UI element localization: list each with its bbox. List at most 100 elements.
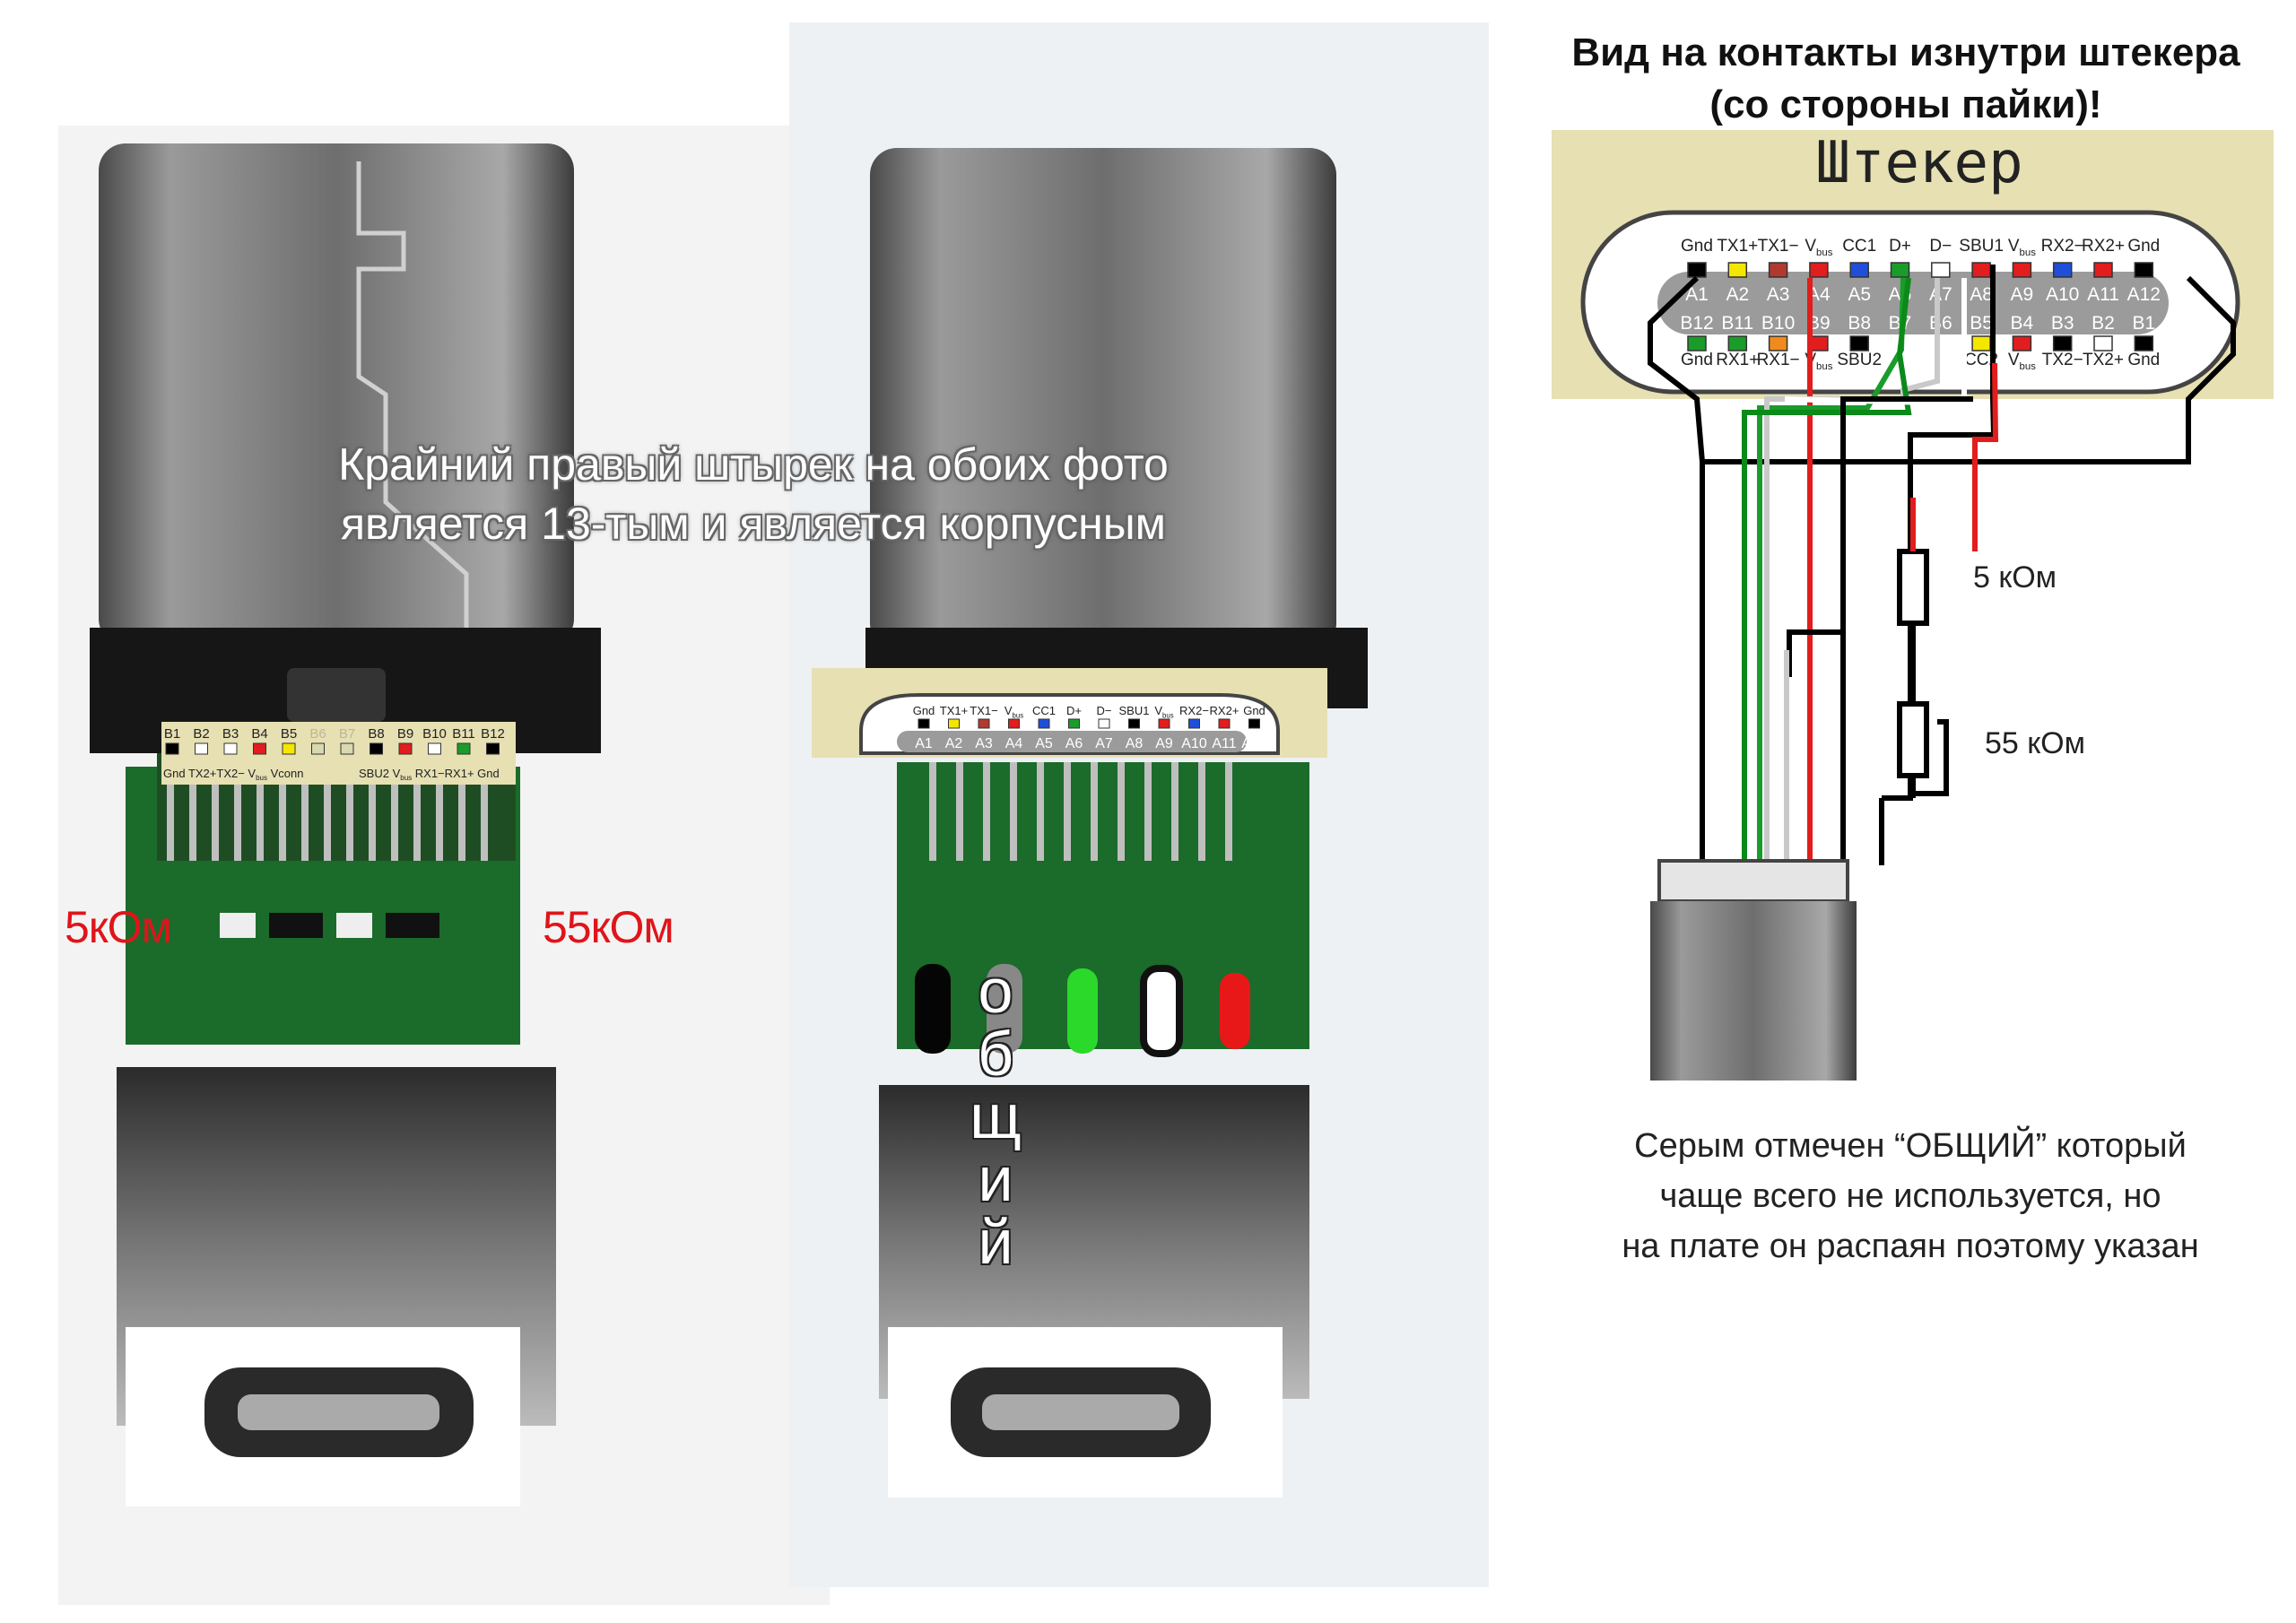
strip2-pin-label: A6	[1065, 736, 1083, 751]
diagram-top-pin-color	[1890, 262, 1910, 278]
diagram-bottom-pin-color	[1768, 335, 1788, 352]
diagram-pin-b: B3	[2051, 313, 2074, 334]
diagram-pin-a: A10	[2046, 284, 2079, 305]
strip2-pin-label: A1	[915, 736, 933, 751]
diagram-top-signal: RX2−	[2041, 237, 2084, 256]
strip1-pin-label: B8	[368, 726, 384, 742]
diagram-bottom-pin-color	[2012, 335, 2032, 352]
strip2-pin-color	[1128, 718, 1140, 729]
diagram-top-pin-color	[1971, 262, 1991, 278]
strip2-pin-label: A9	[1155, 736, 1173, 751]
diagram-pin-a: A3	[1767, 284, 1790, 305]
diagram-pin-a: A5	[1848, 284, 1871, 305]
strip2-pin-color	[1248, 718, 1260, 729]
diagram-pin-a: A8	[1970, 284, 1993, 305]
strip2-signal-label: Vbus	[1154, 704, 1173, 719]
strip1-pin-color	[457, 742, 471, 755]
diagram-bottom-pin-color	[1727, 335, 1748, 352]
strip1-pin-color	[486, 742, 500, 755]
diagram-title: Вид на контакты изнутри штекера (со стор…	[1516, 27, 2296, 131]
diagram-pin-b: B12	[1680, 313, 1713, 334]
strip1-pin-label: B5	[281, 726, 297, 742]
strip2-pin-color	[1068, 718, 1080, 729]
resistor-label-55k: 55кОм	[543, 902, 674, 952]
diagram-bottom-pin-color	[2134, 335, 2154, 352]
strip1-pin-label: B4	[251, 726, 267, 742]
strip1-pin-label: B2	[193, 726, 209, 742]
diagram-top-pin-color	[1931, 262, 1951, 278]
diagram-bottom-signal: TX2−	[2042, 351, 2083, 369]
photo-left	[58, 126, 830, 1605]
diagram-pin-b: B9	[1807, 313, 1831, 334]
strip1-pin-color	[398, 742, 413, 755]
strip1-pin-color	[428, 742, 441, 755]
strip2-signal-label: D+	[1066, 704, 1082, 717]
micro-usb-plug	[1650, 901, 1857, 1081]
diagram-top-signal: SBU1	[1959, 237, 2004, 256]
diagram-pin-b: B1	[2132, 313, 2155, 334]
diagram-top-pin-color	[1687, 262, 1707, 278]
strip2-pin-color	[948, 718, 960, 729]
wire-pad-red	[1220, 973, 1250, 1049]
overlay-caption-line: является 13-тым и является корпусным	[340, 499, 1167, 549]
strip1-pin-label: B7	[339, 726, 355, 742]
strip2-signal-label: SBU1	[1119, 704, 1150, 717]
wire-pad-white	[1140, 965, 1183, 1057]
strip2-signal-label: CC1	[1032, 704, 1056, 717]
diagram-pin-a: A4	[1807, 284, 1831, 305]
diagram-top-pin-color	[1768, 262, 1788, 278]
resistor-5k-label: 5 кОм	[1973, 560, 2057, 595]
diagram-title-line: Вид на контакты изнутри штекера	[1571, 30, 2240, 74]
diagram-bottom-signal: CC2	[1964, 351, 1998, 369]
micro-usb-pins	[1657, 859, 1849, 903]
strip2-pin-label: A8	[1126, 736, 1144, 751]
strip2-pin-label: A10	[1181, 736, 1207, 751]
strip1-pin-color	[253, 742, 266, 755]
strip2-pin-color	[1008, 718, 1020, 729]
diagram-top-pin-color	[2093, 262, 2113, 278]
resistor-5k	[1897, 549, 1929, 626]
diagram-title-line: (со стороны пайки)!	[1709, 82, 2102, 126]
strip2-pin-color	[1158, 718, 1170, 729]
wiring	[1648, 265, 2236, 1009]
wire-pad-gray	[987, 964, 1022, 1054]
diagram-pin-a: A7	[1929, 284, 1952, 305]
diagram-top-signal: CC1	[1842, 237, 1876, 256]
diagram-pin-b: B2	[2092, 313, 2115, 334]
strip1-pin-color	[282, 742, 296, 755]
strip1-pin-color	[165, 742, 179, 755]
strip2-signal-label: TX1+	[940, 704, 968, 717]
strip2-signal-label: RX2−	[1179, 704, 1209, 717]
diagram-bottom-pin-color	[2093, 335, 2113, 352]
strip2-pin-label: A4	[1005, 736, 1023, 751]
diagram-bottom-signal: Vbus	[2008, 351, 2036, 372]
strip2-signal-label: D−	[1097, 704, 1112, 717]
strip2-pin-label: A7	[1095, 736, 1113, 751]
diagram-top-signal: Gnd	[1681, 237, 1713, 256]
diagram-bottom-signal: Gnd	[2127, 351, 2160, 369]
wire-pad-black	[915, 964, 951, 1054]
diagram-bottom-signal: SBU2	[1837, 351, 1882, 369]
strip2-pin-label: A11	[1212, 736, 1236, 751]
strip2-signal-label: RX2+	[1210, 704, 1239, 717]
diagram-top-pin-color	[1727, 262, 1748, 278]
resistor-55k	[1897, 701, 1929, 778]
diagram-bottom-signal: TX2+	[2083, 351, 2124, 369]
strip1-pin-label: B10	[422, 726, 447, 742]
strip1-bottom-right: SBU2 Vbus RX1−RX1+ Gnd	[359, 767, 500, 782]
vertical-letter: й	[978, 1207, 1013, 1277]
strip1-pin-label: B9	[397, 726, 413, 742]
strip1-pin-color	[195, 742, 208, 755]
diagram-pin-b: B5	[1970, 313, 1993, 334]
strip1-pin-label: B11	[452, 726, 475, 742]
diagram-bottom-pin-color	[2052, 335, 2073, 352]
strip2-pin-label: A5	[1035, 736, 1053, 751]
diagram-top-signal: Gnd	[2127, 237, 2160, 256]
diagram-top-signal: D−	[1929, 237, 1952, 256]
strip2-pin-label: A2	[945, 736, 963, 751]
diagram-top-pin-color	[2012, 262, 2032, 278]
strip2-pin-color	[1098, 718, 1110, 729]
diagram-note: Серым отмечен “ОБЩИЙ” который чаще всего…	[1525, 1121, 2296, 1271]
strip2-pin-label: A3	[975, 736, 993, 751]
diagram-top-pin-color	[1849, 262, 1869, 278]
